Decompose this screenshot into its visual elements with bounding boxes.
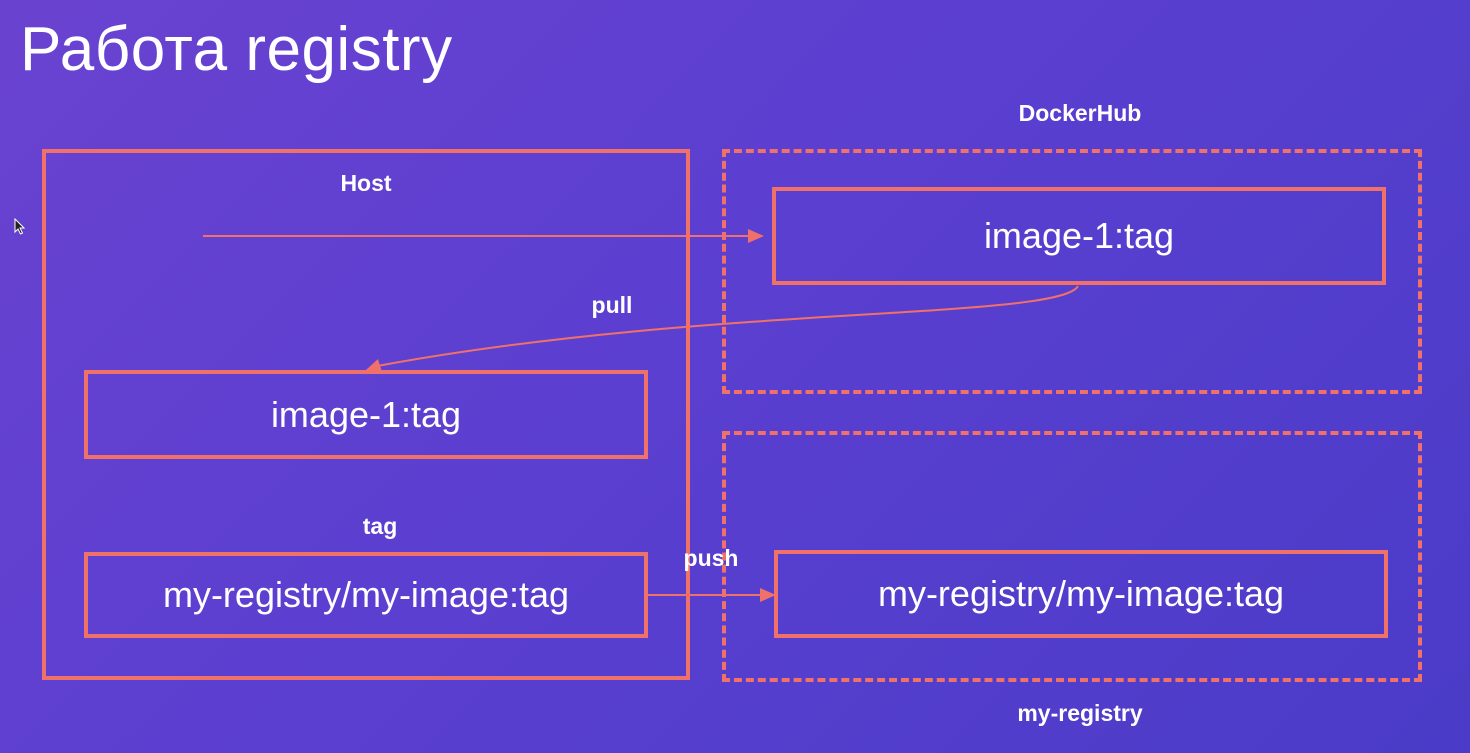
pull-label: pull [591, 292, 633, 318]
dockerhub-image-box: image-1:tag [772, 187, 1386, 285]
host-tagged-image-label: my-registry/my-image:tag [162, 574, 570, 615]
host-label: Host [340, 170, 392, 196]
my-registry-label: my-registry [1017, 700, 1143, 726]
host-image-label: image-1:tag [270, 393, 462, 435]
dockerhub-container [722, 149, 1422, 394]
tag-label: tag [362, 513, 398, 539]
dockerhub-image-label: image-1:tag [983, 215, 1175, 256]
slide-title: Работа registry [20, 15, 453, 84]
push-label: push [683, 545, 739, 571]
my-registry-container [722, 431, 1422, 682]
my-registry-image-label: my-registry/my-image:tag [877, 573, 1285, 614]
dockerhub-label: DockerHub [1018, 100, 1142, 126]
mouse-cursor-icon [14, 218, 26, 235]
host-image-box: image-1:tag [84, 370, 648, 459]
host-tagged-image-box: my-registry/my-image:tag [84, 552, 648, 638]
host-container [42, 149, 690, 680]
my-registry-image-box: my-registry/my-image:tag [774, 550, 1388, 638]
